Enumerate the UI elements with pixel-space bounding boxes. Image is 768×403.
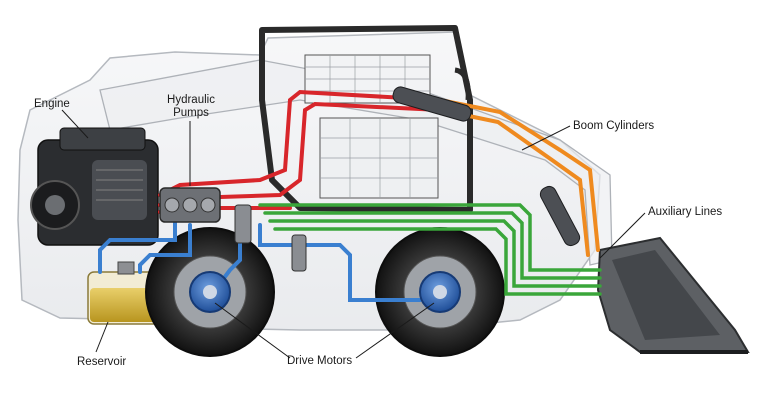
label-hydraulic-pumps: Hydraulic Pumps <box>160 94 222 120</box>
engine-block <box>30 127 159 246</box>
cab-handle <box>454 67 471 101</box>
drive-motor-front <box>419 271 461 313</box>
label-boom-cylinders: Boom Cylinders <box>573 120 655 132</box>
label-reservoir: Reservoir <box>77 356 127 368</box>
label-hydraulic-pumps-line2: Pumps <box>173 107 209 119</box>
label-drive-motors: Drive Motors <box>287 355 353 367</box>
label-auxiliary-lines: Auxiliary Lines <box>648 206 723 218</box>
boom-cylinder-upper <box>392 86 472 122</box>
leader-reservoir <box>95 321 109 353</box>
label-hydraulic-pumps-line1: Hydraulic <box>167 94 215 106</box>
boom-lines <box>438 98 600 257</box>
hydraulic-pump-assembly <box>159 187 307 272</box>
leader-lines <box>61 109 646 359</box>
drive-motor-rear <box>189 271 231 313</box>
leader-drive-motor-front <box>355 302 435 359</box>
cab-frame <box>259 25 473 213</box>
cab-grille <box>305 55 438 198</box>
leader-drive-motor-rear <box>214 302 291 359</box>
leader-boom-cylinders <box>521 125 571 151</box>
bucket <box>596 236 750 354</box>
boom-cylinder-lower <box>539 185 581 247</box>
label-engine: Engine <box>34 98 70 110</box>
auxiliary-lines-group <box>258 203 602 296</box>
leader-engine <box>61 109 89 139</box>
leader-auxiliary-lines <box>599 212 646 259</box>
